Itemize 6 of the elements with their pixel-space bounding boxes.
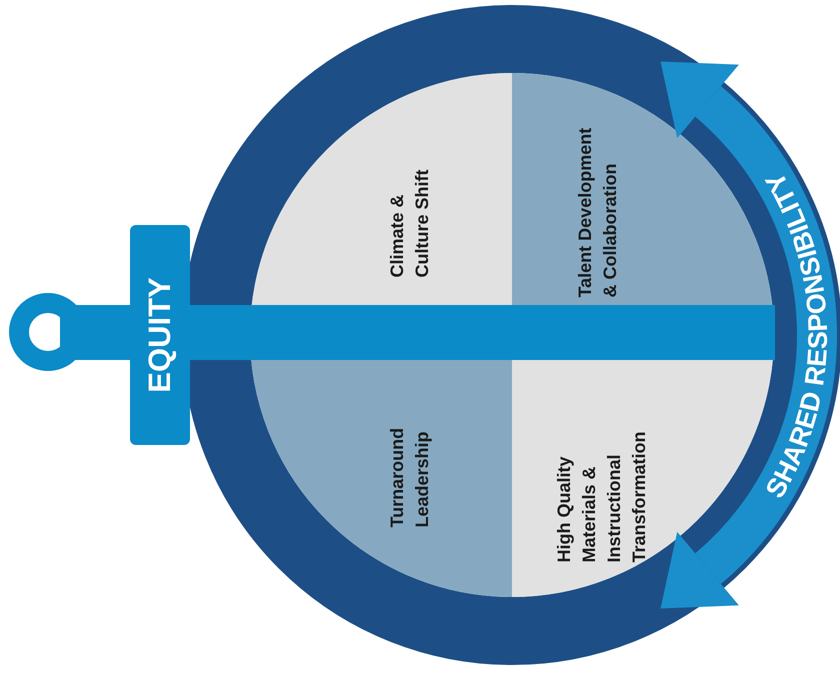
quadrant-label: High Quality Materials & Instructional Transformation [553,430,650,562]
anchor-plate [130,225,190,445]
quadrant-label: Climate & Culture Shift [386,168,433,278]
quadrant-label: Talent Development & Collaboration [574,126,621,298]
plate-label: EQUITY [143,277,177,393]
quadrant-label: Turnaround Leadership [386,426,433,528]
